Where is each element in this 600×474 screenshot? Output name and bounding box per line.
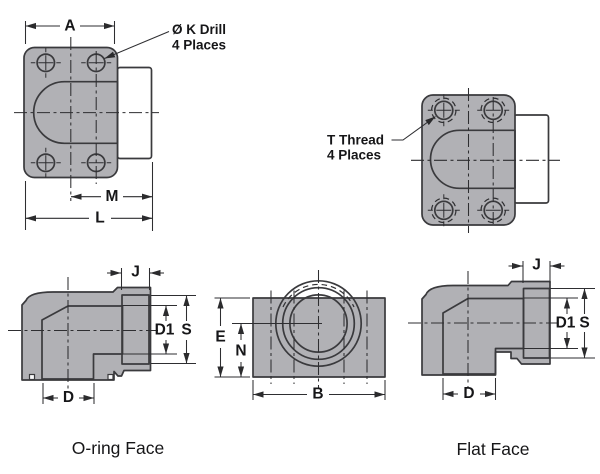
oring-groove-tab [107, 373, 114, 381]
dim-label-m: M [106, 188, 119, 205]
dimension-a: A [24, 18, 116, 44]
dim-label-d: D [63, 389, 74, 406]
dimension-l: L [24, 181, 153, 230]
dimension-e: E [214, 297, 250, 378]
dim-label-d1: D1 [556, 315, 576, 332]
dim-label-s: S [181, 322, 191, 339]
callout-text-line2: 4 Places [172, 38, 226, 53]
dim-label-j: J [131, 264, 140, 281]
callout-text-line1: T Thread [327, 133, 384, 148]
oring-groove-tab [28, 373, 36, 381]
side-view-flat-face: J D1 S D Flat Face [408, 257, 595, 459]
front-view-drilled: A M L Ø K Drill 4 Places [14, 18, 226, 231]
elbow-body-section [421, 280, 551, 376]
dimension-d1: D1 [155, 305, 175, 354]
dimension-b: B [252, 380, 386, 403]
threaded-hole [433, 100, 454, 121]
dim-label-s: S [579, 315, 589, 332]
dimension-j: J [107, 264, 164, 290]
dimension-d: D [42, 383, 95, 406]
top-view: E N B [214, 270, 386, 403]
dim-label-a: A [64, 18, 75, 35]
elbow-bore-outline [32, 80, 119, 145]
callout-text-line2: 4 Places [327, 148, 381, 163]
dimension-j: J [508, 257, 565, 283]
elbow-bore-outline [429, 129, 516, 190]
callout-k-drill: Ø K Drill 4 Places [104, 22, 226, 59]
dim-label-n: N [235, 343, 246, 360]
elbow-body-section [21, 286, 152, 381]
port-face [121, 294, 150, 365]
dimension-s: S [151, 294, 196, 365]
leader-line [104, 31, 170, 59]
dimension-m: M [71, 162, 154, 231]
caption-oring-face: O-ring Face [72, 438, 164, 458]
dimension-s: S [550, 287, 595, 359]
dim-label-l: L [95, 210, 104, 227]
callout-t-thread: T Thread 4 Places [327, 116, 436, 163]
dim-label-j: J [532, 257, 541, 274]
port-boss [513, 114, 550, 204]
caption-flat-face: Flat Face [457, 439, 530, 459]
dimension-d: D [442, 378, 497, 402]
bolt-hole [36, 53, 56, 73]
threaded-hole [433, 200, 454, 221]
dim-label-d: D [463, 385, 474, 402]
side-view-oring-face: J D1 S D O-ring Face [8, 264, 196, 458]
dim-label-e: E [215, 329, 225, 346]
dimension-d1: D1 [556, 298, 576, 349]
dim-label-d1: D1 [155, 322, 175, 339]
thread-arc [282, 283, 355, 308]
leader-line [391, 116, 436, 141]
dim-label-b: B [312, 386, 323, 403]
callout-text-line1: Ø K Drill [172, 22, 226, 37]
front-view-threaded: T Thread 4 Places [327, 88, 560, 233]
dimension-n: N [235, 323, 247, 377]
bolt-hole [36, 153, 56, 173]
